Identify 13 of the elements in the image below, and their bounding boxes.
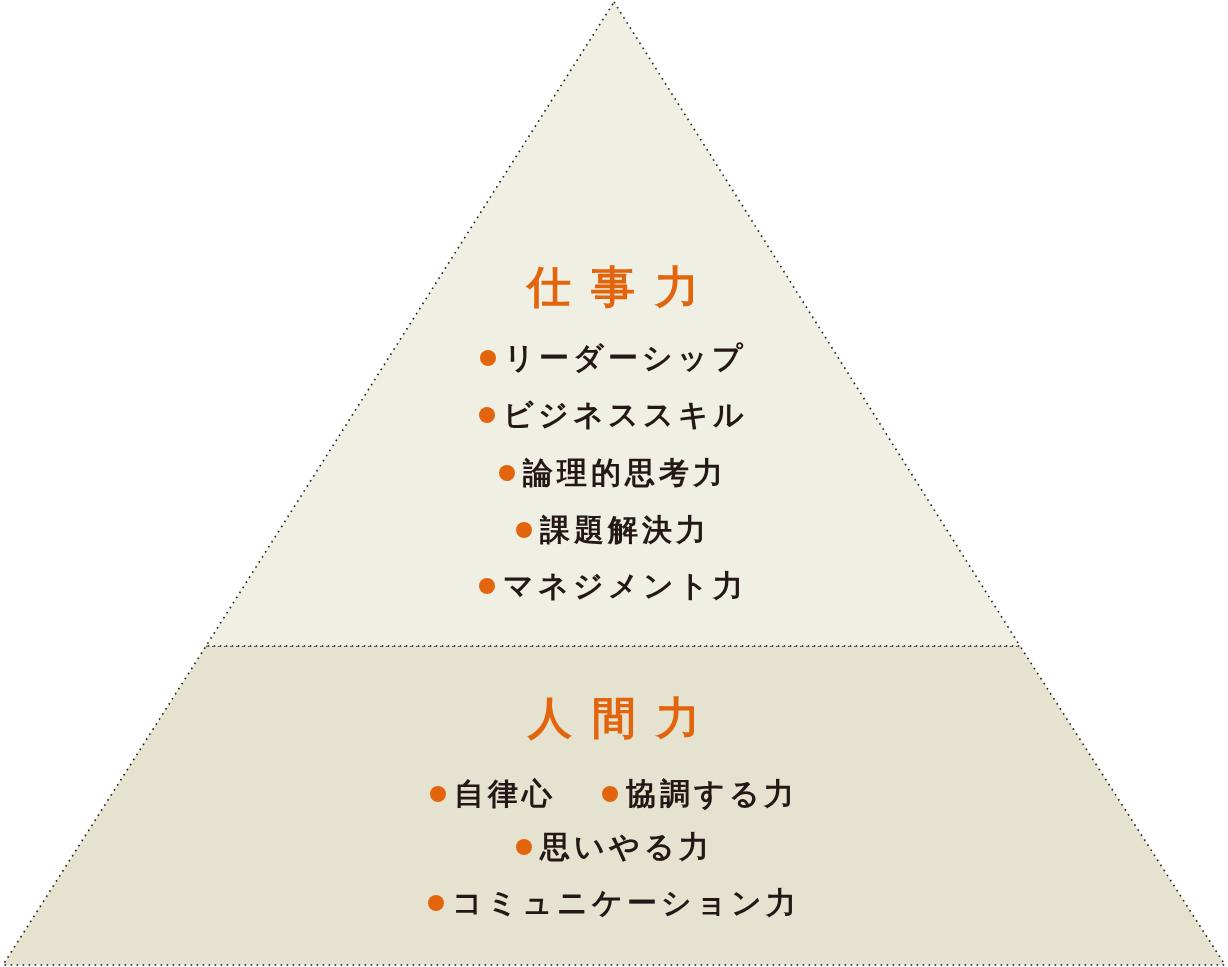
list-item-text: 協調する力 <box>626 775 798 813</box>
pyramid-base-tier <box>3 646 1225 965</box>
list-item-text: コミュニケーション力 <box>452 884 800 922</box>
list-item-text: ビジネススキル <box>502 396 748 434</box>
list-item-text: リーダーシップ <box>503 339 747 377</box>
tier-heading: 仕事力 <box>527 260 719 314</box>
list-item-text: マネジメント力 <box>503 567 747 605</box>
list-item-text: 思いやる力 <box>539 828 713 866</box>
tier-heading: 人間力 <box>528 691 720 745</box>
list-item-text: 自律心 <box>454 775 556 813</box>
list-item-text: 課題解決力 <box>540 511 710 549</box>
list-item-text: 論理的思考力 <box>523 454 727 492</box>
pyramid-apex-tier <box>206 2 1020 646</box>
